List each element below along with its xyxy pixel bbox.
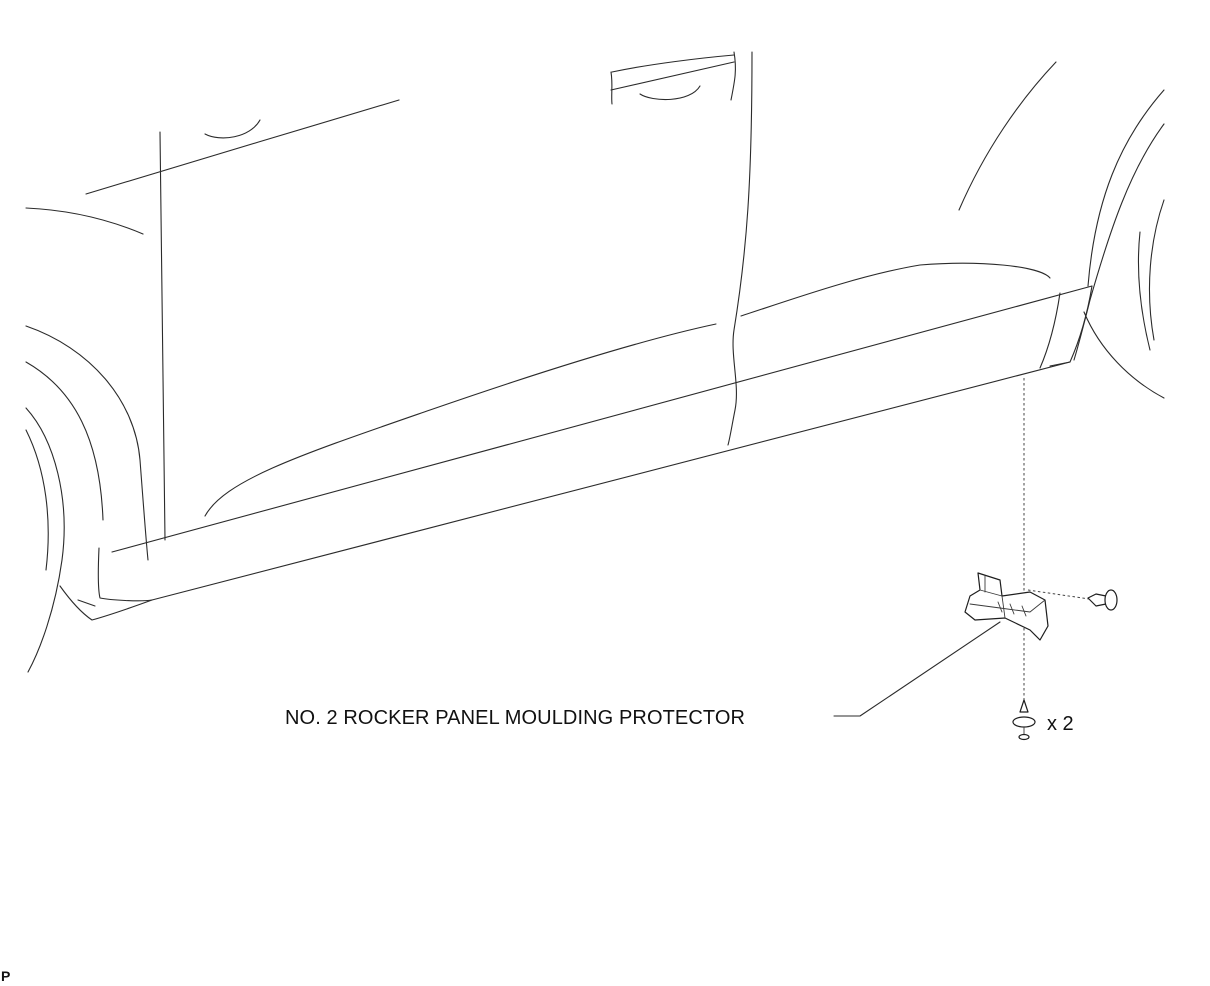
front-door-outline: [85, 99, 717, 541]
clip-icon: [1012, 699, 1036, 741]
rocker-panel-moulding-protector: [964, 572, 1049, 641]
rocker-panel-moulding: [59, 285, 1093, 621]
screw-icon: [1087, 589, 1118, 611]
label-leader-line: [833, 621, 1001, 717]
rear-door-outline: [610, 51, 1051, 446]
rear-wheel-arch: [958, 61, 1165, 399]
front-wheel-arch: [25, 207, 149, 673]
installation-guide-lines: [1023, 378, 1097, 700]
clip-quantity-label: x 2: [1047, 713, 1074, 735]
part-name-label: NO. 2 ROCKER PANEL MOULDING PROTECTOR: [285, 707, 746, 729]
illustration-code: P: [1, 968, 11, 984]
